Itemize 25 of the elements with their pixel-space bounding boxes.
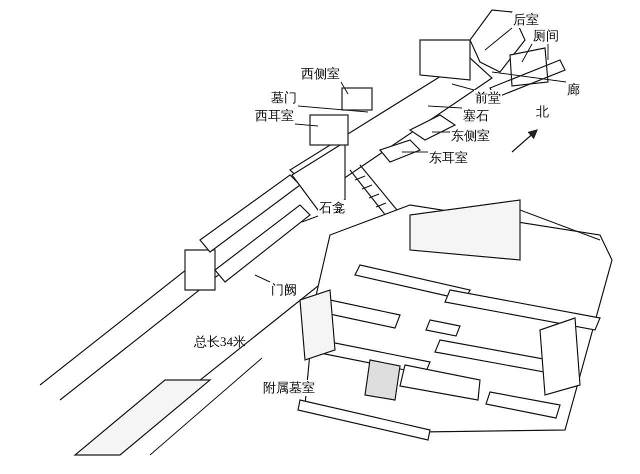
leader-line xyxy=(254,274,270,282)
leader-line xyxy=(452,84,474,90)
room-label: 西耳室 xyxy=(254,108,295,124)
north-label: 北 xyxy=(536,104,549,120)
leader-line xyxy=(298,106,368,112)
room-label: 石龛 xyxy=(318,200,346,216)
leader-line xyxy=(492,72,566,82)
room-label: 门阙 xyxy=(270,282,298,298)
room-label: 塞石 xyxy=(462,108,490,124)
room-label: 东侧室 xyxy=(450,128,491,144)
room-label: 后室 xyxy=(512,12,540,28)
leader-line xyxy=(302,216,318,222)
leader-line xyxy=(294,124,318,126)
leader-line xyxy=(522,44,532,62)
leader-line xyxy=(484,28,512,50)
leader-line xyxy=(428,106,462,108)
length-label: 总长34米 xyxy=(194,334,246,350)
room-label: 东耳室 xyxy=(428,150,469,166)
room-label: 厕间 xyxy=(532,28,560,44)
room-label: 附属墓室 xyxy=(262,380,316,396)
room-label: 墓门 xyxy=(270,90,298,106)
room-label: 前堂 xyxy=(474,90,502,106)
room-label: 西侧室 xyxy=(300,66,341,82)
room-label: 廊 xyxy=(566,82,581,98)
leader-line xyxy=(340,82,348,94)
